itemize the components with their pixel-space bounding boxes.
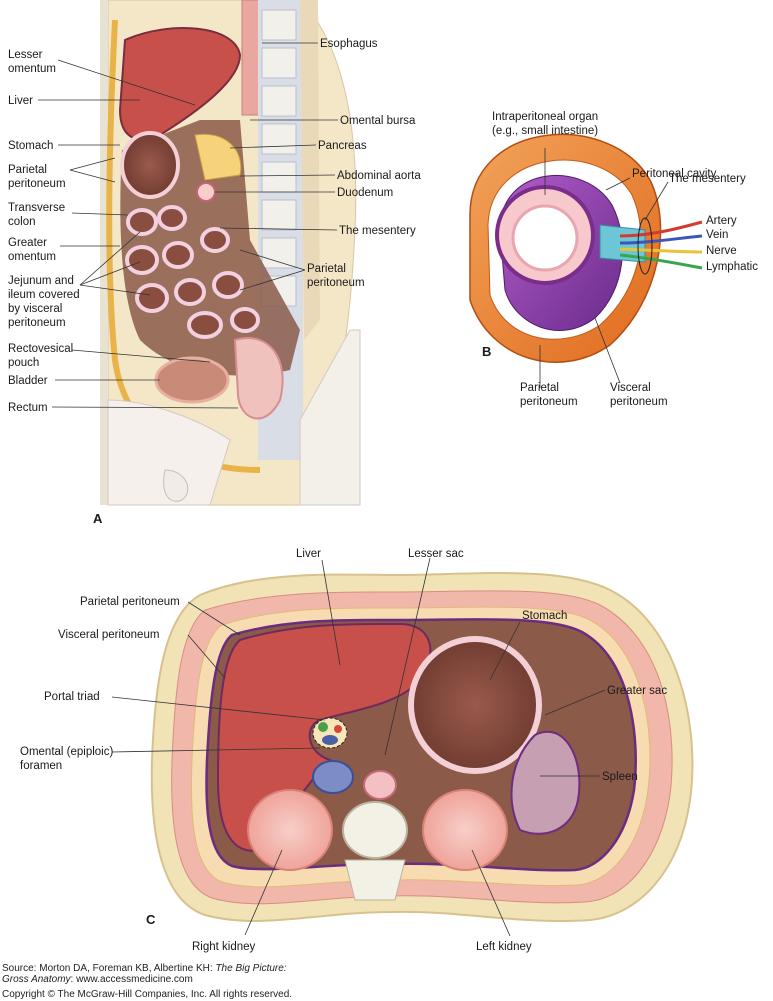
label-omental-bursa: Omental bursa [340, 115, 416, 127]
stomach-a [120, 131, 180, 199]
panel-letter-c: C [146, 912, 156, 927]
label-lesser-sac: Lesser sac [408, 548, 464, 560]
source-credit: Source: Morton DA, Foreman KB, Albertine… [2, 963, 287, 985]
label-rectum: Rectum [8, 402, 48, 414]
label-omental-foramen: Omental (epiploic)foramen [20, 746, 113, 772]
label-nerve: Nerve [706, 245, 737, 257]
panel-a-leaders [38, 42, 338, 409]
label-abdominal-aorta: Abdominal aorta [337, 170, 421, 182]
panel-c-leaders [111, 557, 606, 937]
label-stomach-a: Stomach [8, 140, 53, 152]
label-lymphatic: Lymphatic [706, 261, 758, 273]
label-liver-a: Liver [8, 95, 33, 107]
right-kidney-c [247, 789, 333, 871]
intestine-loops [125, 205, 260, 339]
label-vein: Vein [706, 229, 728, 241]
label-parietal-peritoneum-c: Parietal peritoneum [80, 596, 180, 608]
panel-b-illustration [469, 133, 703, 363]
label-intraperitoneal-organ: Intraperitoneal organ(e.g., small intest… [492, 111, 598, 137]
label-stomach-c: Stomach [522, 610, 567, 622]
label-spleen: Spleen [602, 771, 638, 783]
label-portal-triad: Portal triad [44, 691, 100, 703]
label-mesentery-b: The mesentery [669, 173, 746, 185]
spine [258, 0, 320, 460]
label-artery: Artery [706, 215, 737, 227]
panel-letter-b: B [482, 344, 491, 359]
stomach-c [408, 636, 542, 774]
label-esophagus: Esophagus [320, 38, 378, 50]
panel-c-illustration [150, 572, 694, 923]
label-peritoneal-cavity: Peritoneal cavity [632, 168, 717, 180]
label-left-kidney: Left kidney [476, 941, 532, 953]
spleen-c [510, 730, 581, 835]
label-liver-c: Liver [296, 548, 321, 560]
label-duodenum: Duodenum [337, 187, 393, 199]
label-right-kidney: Right kidney [192, 941, 256, 953]
label-mesentery-a: The mesentery [339, 225, 416, 237]
label-pancreas: Pancreas [318, 140, 367, 152]
label-visceral-peritoneum-c: Visceral peritoneum [58, 629, 159, 641]
label-greater-sac: Greater sac [607, 685, 667, 697]
panel-a-illustration [100, 0, 361, 506]
panel-b-labels: Intraperitoneal organ(e.g., small intest… [482, 111, 758, 408]
left-kidney-c [422, 789, 508, 871]
panel-b-leaders [539, 148, 669, 388]
panel-letter-a: A [93, 511, 103, 526]
panel-c-labels: Liver Lesser sac Parietal peritoneum Vis… [20, 548, 667, 953]
label-bladder: Bladder [8, 375, 48, 387]
copyright: Copyright © The McGraw-Hill Companies, I… [2, 989, 293, 1000]
